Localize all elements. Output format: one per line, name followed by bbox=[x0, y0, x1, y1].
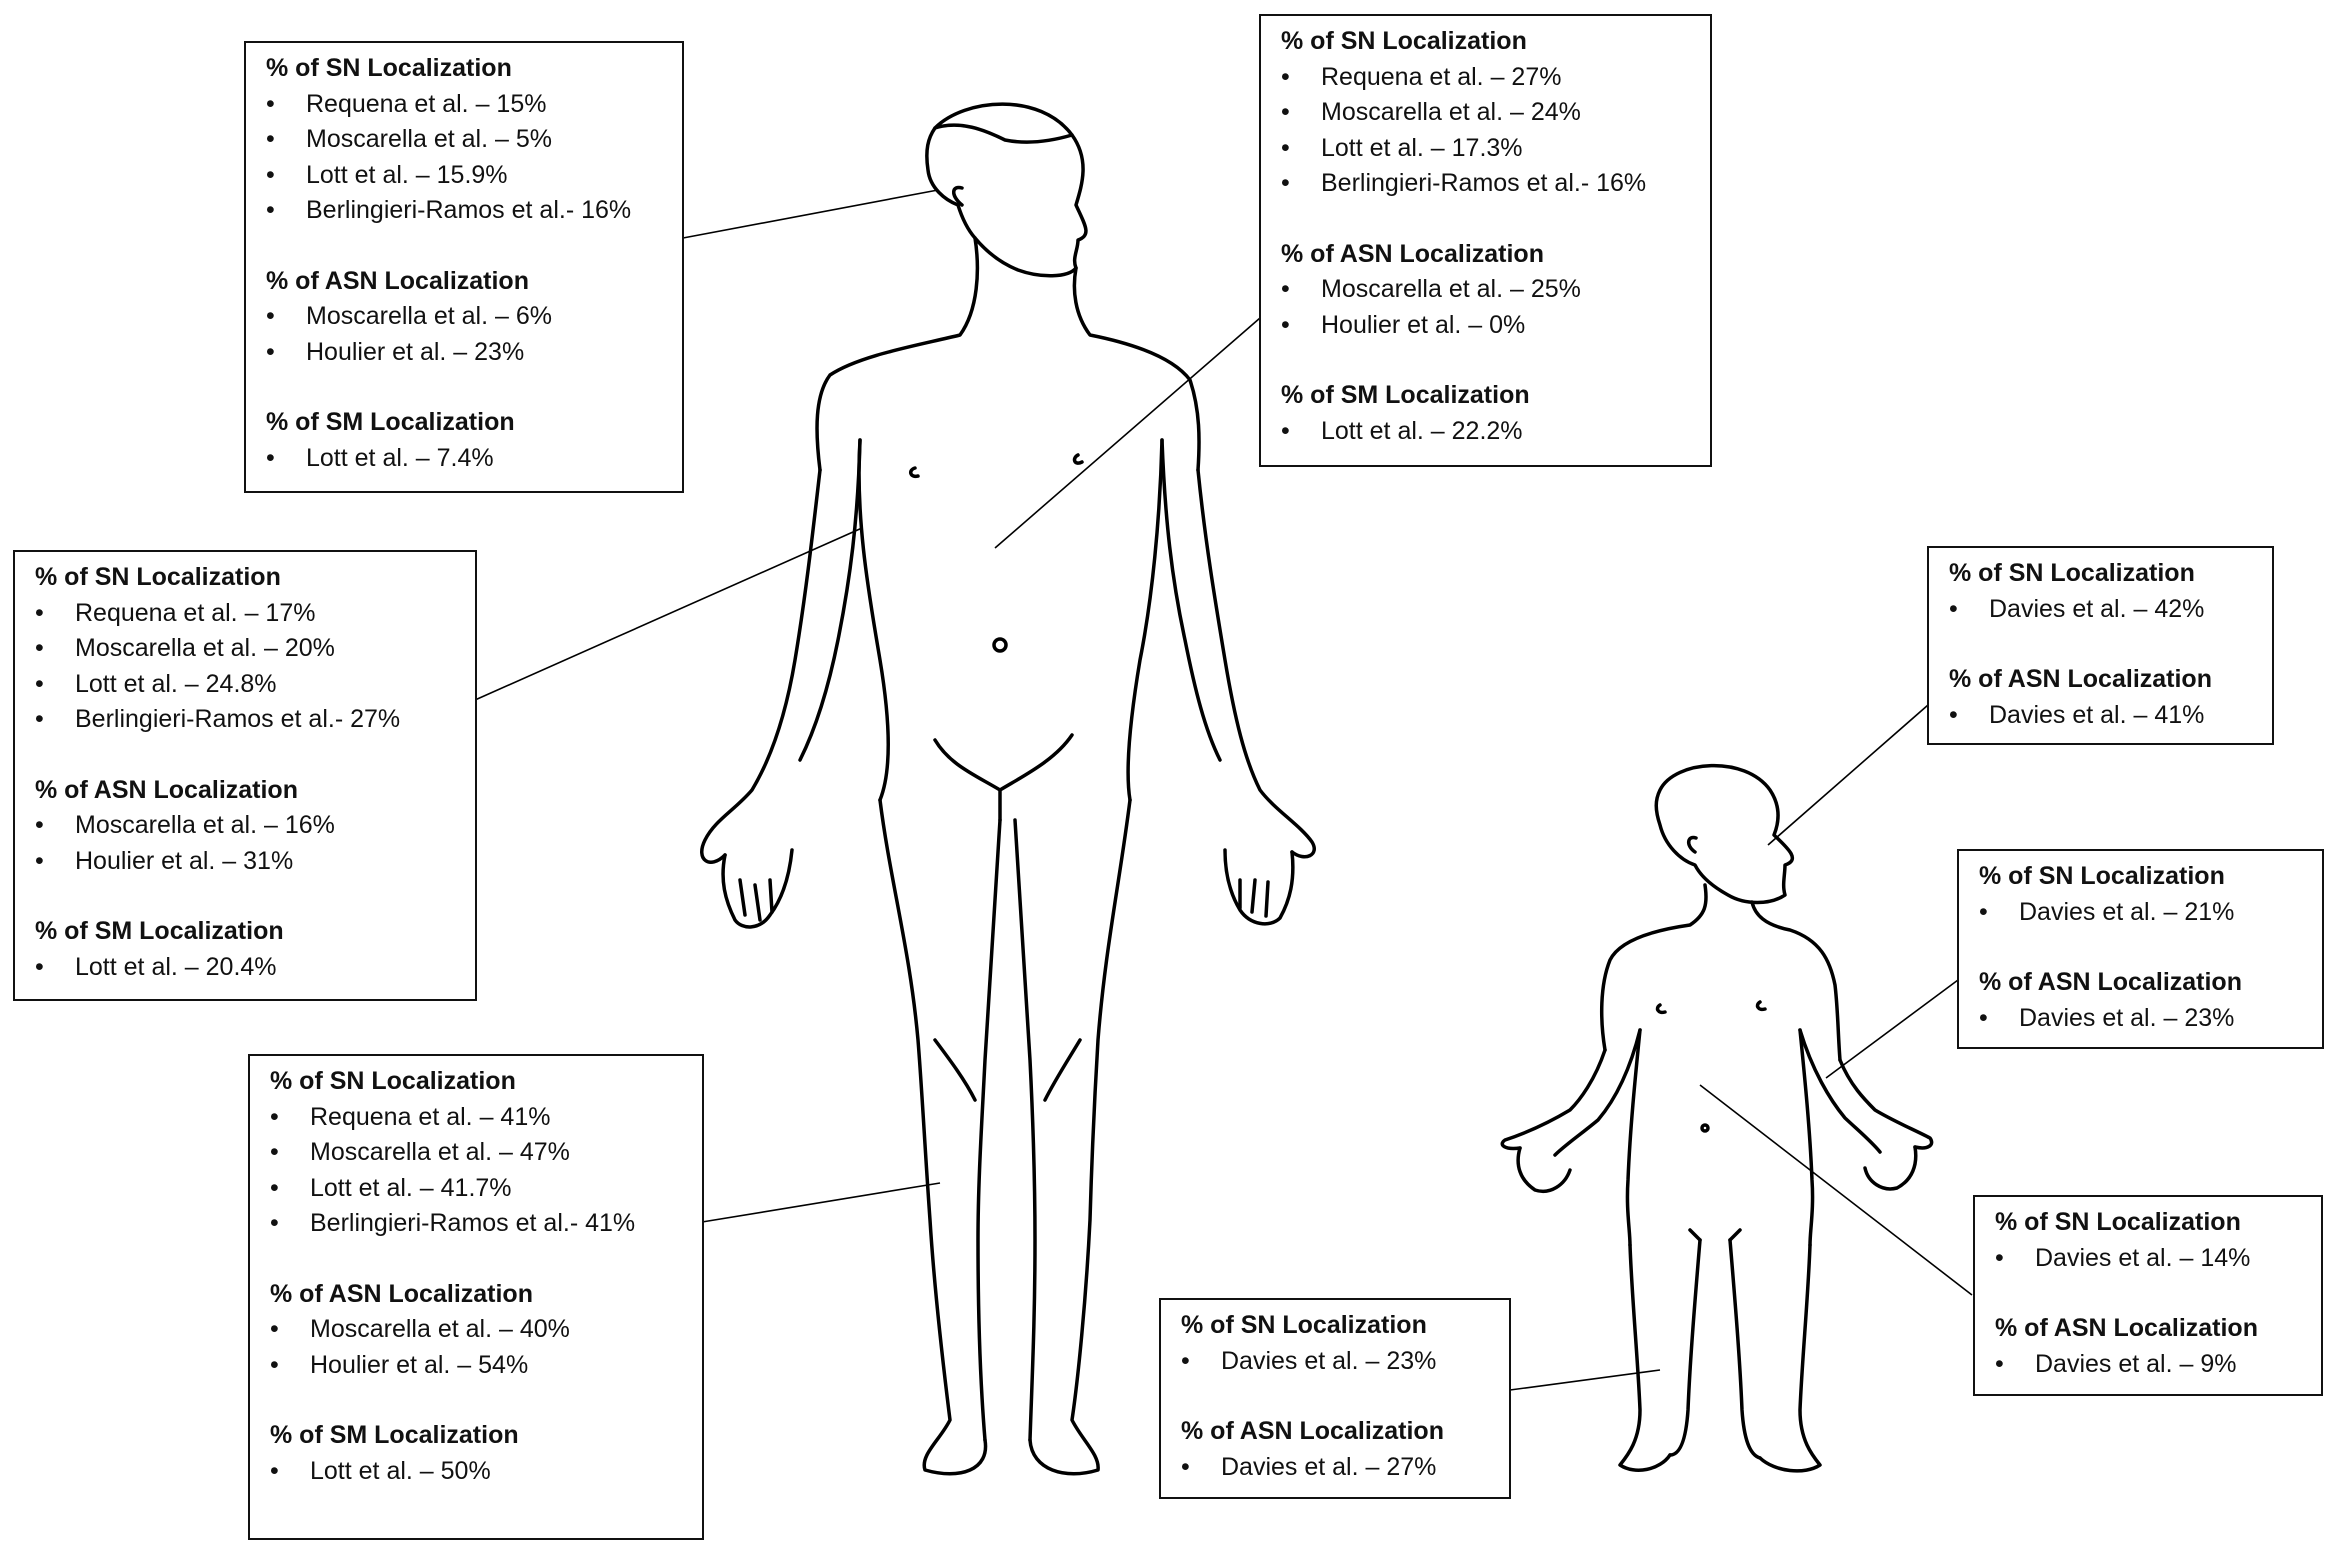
section-heading: % of ASN Localization bbox=[1181, 1417, 1444, 1445]
list-item: Moscarella et al. – 40% bbox=[270, 1312, 688, 1348]
adult-body-outline bbox=[700, 102, 1316, 1476]
list-item: Davies et al. – 42% bbox=[1949, 592, 2258, 628]
list-item: Houlier et al. – 54% bbox=[270, 1348, 688, 1384]
leader-adult-trunk bbox=[994, 317, 1261, 549]
section-heading: % of ASN Localization bbox=[1281, 239, 1544, 268]
box-child-trunk: % of SN Localization Davies et al. – 14%… bbox=[1973, 1195, 2323, 1396]
list-item: Davies et al. – 23% bbox=[1181, 1344, 1495, 1380]
section-heading: % of ASN Localization bbox=[1949, 665, 2212, 693]
list-item: Davies et al. – 23% bbox=[1979, 1001, 2308, 1037]
section-heading: % of SM Localization bbox=[270, 1421, 519, 1449]
list-item: Lott et al. – 22.2% bbox=[1281, 414, 1696, 450]
section-heading: % of SN Localization bbox=[1979, 862, 2225, 890]
list-item: Berlingieri-Ramos et al.- 27% bbox=[35, 702, 461, 738]
section-heading: % of ASN Localization bbox=[270, 1279, 533, 1308]
list-item: Moscarella et al. – 20% bbox=[35, 631, 461, 667]
section-heading: % of SN Localization bbox=[1949, 559, 2195, 587]
box-adult-head-neck: % of SN Localization Requena et al. – 15… bbox=[244, 41, 684, 493]
section-heading: % of ASN Localization bbox=[35, 775, 298, 804]
section-heading: % of SN Localization bbox=[1181, 1311, 1427, 1339]
list-item: Moscarella et al. – 47% bbox=[270, 1135, 688, 1171]
box-adult-upper-limb: % of SN Localization Requena et al. – 17… bbox=[13, 550, 477, 1001]
section-heading: % of SN Localization bbox=[1995, 1208, 2241, 1236]
list-item: Lott et al. – 7.4% bbox=[266, 441, 668, 477]
list-item: Houlier et al. – 23% bbox=[266, 335, 668, 371]
section-heading: % of ASN Localization bbox=[1995, 1314, 2258, 1342]
section-heading: % of ASN Localization bbox=[1979, 968, 2242, 996]
list-item: Berlingieri-Ramos et al.- 16% bbox=[1281, 166, 1696, 202]
leader-adult-leg bbox=[701, 1182, 941, 1223]
section-heading: % of SM Localization bbox=[1281, 381, 1530, 409]
list-item: Houlier et al. – 31% bbox=[35, 844, 461, 880]
list-item: Berlingieri-Ramos et al.- 41% bbox=[270, 1206, 688, 1242]
list-item: Requena et al. – 15% bbox=[266, 87, 668, 123]
leader-child-arm bbox=[1825, 979, 1959, 1079]
list-item: Davies et al. – 27% bbox=[1181, 1450, 1495, 1486]
leader-adult-head bbox=[682, 189, 939, 239]
list-item: Lott et al. – 20.4% bbox=[35, 950, 461, 986]
leader-child-leg bbox=[1509, 1369, 1661, 1391]
list-item: Moscarella et al. – 5% bbox=[266, 122, 668, 158]
box-adult-trunk: % of SN Localization Requena et al. – 27… bbox=[1259, 14, 1712, 467]
list-item: Berlingieri-Ramos et al.- 16% bbox=[266, 193, 668, 229]
leader-child-trunk bbox=[1699, 1084, 1973, 1296]
section-heading: % of SM Localization bbox=[266, 408, 515, 436]
list-item: Davies et al. – 14% bbox=[1995, 1241, 2307, 1277]
list-item: Moscarella et al. – 6% bbox=[266, 299, 668, 335]
box-adult-lower-limb: % of SN Localization Requena et al. – 41… bbox=[248, 1054, 704, 1540]
list-item: Lott et al. – 50% bbox=[270, 1454, 688, 1490]
list-item: Requena et al. – 17% bbox=[35, 596, 461, 632]
list-item: Requena et al. – 41% bbox=[270, 1100, 688, 1136]
list-item: Lott et al. – 17.3% bbox=[1281, 131, 1696, 167]
leader-child-head bbox=[1767, 704, 1929, 846]
section-heading: % of SN Localization bbox=[1281, 27, 1527, 55]
list-item: Davies et al. – 21% bbox=[1979, 895, 2308, 931]
list-item: Moscarella et al. – 24% bbox=[1281, 95, 1696, 131]
child-body-outline bbox=[1500, 763, 1934, 1473]
section-heading: % of SM Localization bbox=[35, 917, 284, 945]
box-child-head-neck: % of SN Localization Davies et al. – 42%… bbox=[1927, 546, 2274, 745]
leader-lines bbox=[474, 189, 1973, 1391]
list-item: Davies et al. – 41% bbox=[1949, 698, 2258, 734]
list-item: Requena et al. – 27% bbox=[1281, 60, 1696, 96]
list-item: Davies et al. – 9% bbox=[1995, 1347, 2307, 1383]
section-heading: % of SN Localization bbox=[266, 54, 512, 82]
list-item: Moscarella et al. – 25% bbox=[1281, 272, 1696, 308]
section-heading: % of ASN Localization bbox=[266, 266, 529, 295]
section-heading: % of SN Localization bbox=[35, 563, 281, 591]
list-item: Lott et al. – 24.8% bbox=[35, 667, 461, 703]
box-child-upper-limb: % of SN Localization Davies et al. – 21%… bbox=[1957, 849, 2324, 1049]
leader-adult-arm bbox=[474, 527, 863, 701]
list-item: Moscarella et al. – 16% bbox=[35, 808, 461, 844]
list-item: Lott et al. – 41.7% bbox=[270, 1171, 688, 1207]
list-item: Houlier et al. – 0% bbox=[1281, 308, 1696, 344]
list-item: Lott et al. – 15.9% bbox=[266, 158, 668, 194]
section-heading: % of SN Localization bbox=[270, 1067, 516, 1095]
box-child-lower-limb: % of SN Localization Davies et al. – 23%… bbox=[1159, 1298, 1511, 1499]
